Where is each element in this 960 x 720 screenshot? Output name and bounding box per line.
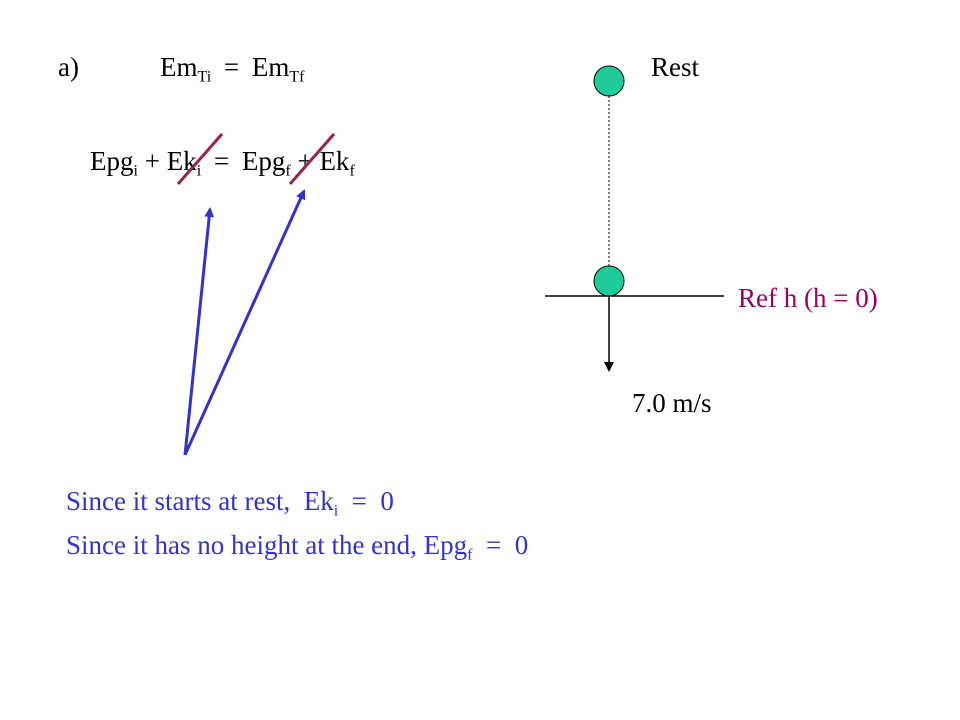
lhs-base: Em [160, 52, 198, 82]
arrow-to-epg-final [183, 189, 306, 456]
equals-sign: = [223, 52, 240, 82]
ball-final [593, 265, 625, 297]
plus-sign-1: + [144, 146, 160, 176]
arrow-to-ek-initial [183, 207, 215, 456]
term-epg-initial: Epgi [90, 146, 138, 180]
note-potential-final: Since it has no height at the end, Epgf … [66, 530, 529, 564]
plus-sign-2: + [297, 146, 313, 176]
reference-height-label: Ref h (h = 0) [738, 283, 878, 313]
term-ek-final: Ekf [319, 146, 355, 180]
energy-equation-total: EmTi = EmTf [160, 54, 305, 86]
term-epg-final: Epgf [241, 146, 291, 180]
energy-equation-terms: Epgi + Eki = Epgf + Ekf [90, 148, 355, 180]
cross-out-epg-final [288, 133, 336, 185]
rest-label: Rest [651, 52, 700, 82]
lhs-subscript: Ti [197, 68, 212, 86]
equals-sign-2: = [213, 146, 230, 176]
note-kinetic-initial: Since it starts at rest, Eki = 0 [66, 486, 394, 520]
rhs-base: Em [251, 52, 290, 82]
rhs-subscript: Tf [289, 68, 305, 86]
ball-initial [593, 65, 625, 97]
velocity-label: 7.0 m/s [632, 388, 712, 418]
part-label: a) [58, 52, 79, 82]
cross-out-ek-initial [176, 133, 224, 185]
